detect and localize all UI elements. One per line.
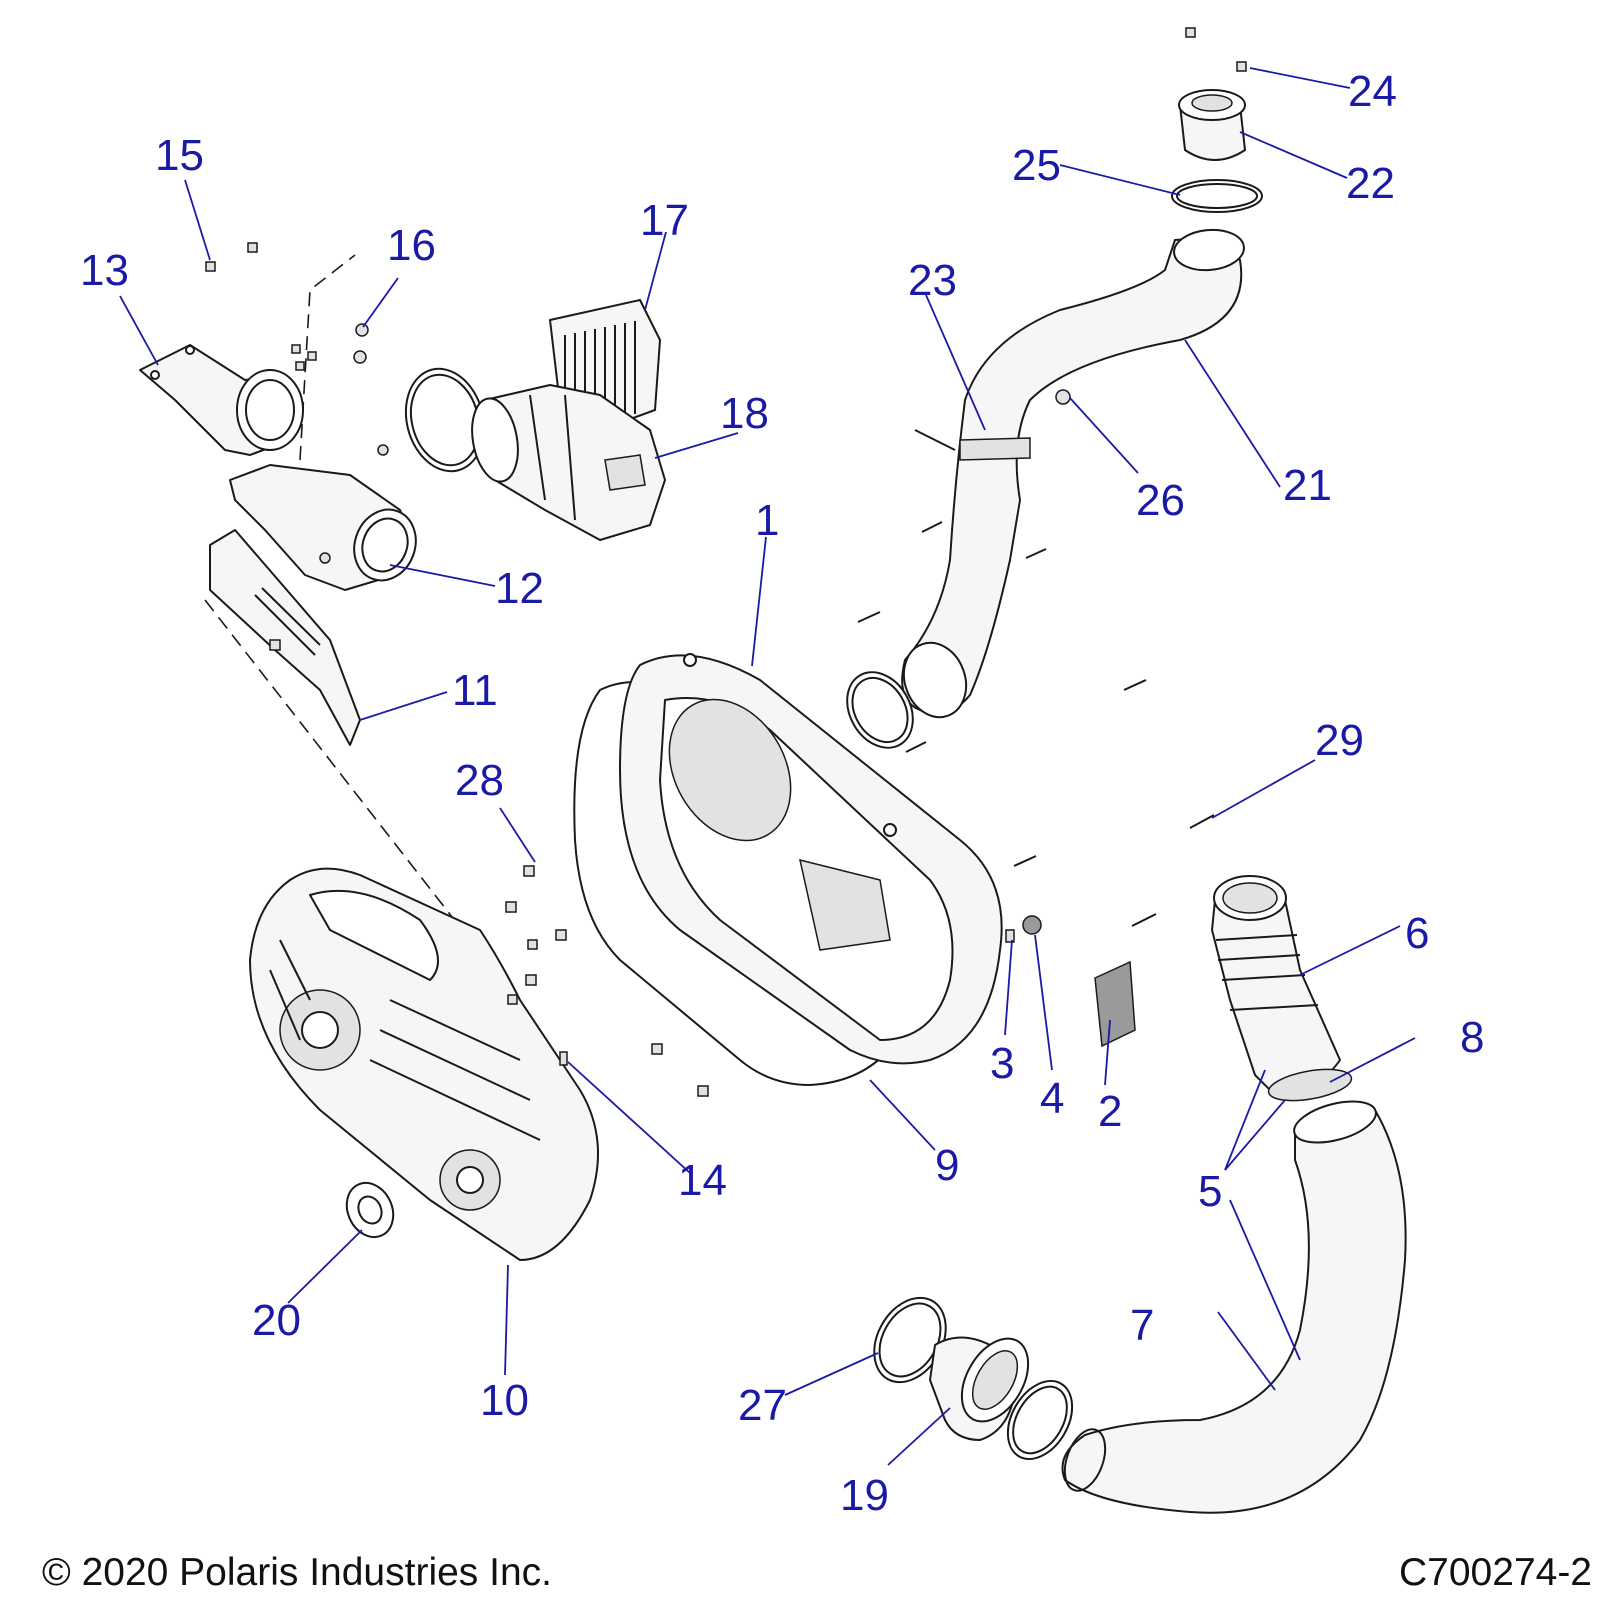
callout-27: 27 [738, 1381, 787, 1430]
part-24-screws [1185, 27, 1247, 72]
callout-25: 25 [1012, 141, 1061, 190]
callout-2: 2 [1098, 1087, 1122, 1136]
callout-13: 13 [80, 246, 129, 295]
callout-16: 16 [387, 221, 436, 270]
callout-labels: 1 2 3 4 5 5 6 7 8 9 10 11 12 13 14 15 16… [80, 67, 1484, 1520]
part-21-outlet-duct [901, 228, 1245, 719]
part-15-screws [205, 242, 317, 371]
callout-12: 12 [495, 564, 544, 613]
callout-26: 26 [1136, 476, 1185, 525]
callout-14: 14 [678, 1156, 727, 1205]
callout-19: 19 [840, 1471, 889, 1520]
callout-24: 24 [1348, 67, 1397, 116]
diagram-code: C700274-2 [1399, 1551, 1592, 1594]
part-16-nuts [353, 323, 369, 364]
part-20-seal [345, 1181, 395, 1239]
part-14-dowel [559, 1051, 568, 1066]
callout-17: 17 [640, 196, 689, 245]
part-3-pin [1005, 929, 1015, 943]
leader-lines [119, 67, 1416, 1466]
part-4-grommet [1022, 915, 1042, 935]
callout-22: 22 [1346, 159, 1395, 208]
callout-11: 11 [452, 666, 498, 715]
part-13-duct-housing [139, 344, 304, 456]
part-29-bolts [857, 521, 1215, 927]
callout-8: 8 [1460, 1013, 1484, 1062]
part-17-filter-screen [549, 299, 661, 431]
callout-28: 28 [455, 756, 504, 805]
callout-1: 1 [755, 496, 779, 545]
callout-10: 10 [480, 1376, 529, 1425]
part-2-label [1094, 960, 1136, 1048]
callout-3: 3 [990, 1039, 1014, 1088]
part-7-lower-duct [1061, 1100, 1407, 1514]
hose-clamp-lower-21 [846, 671, 914, 749]
callout-5-upper: 5 [1198, 1167, 1222, 1216]
part-8-clamp [1267, 1068, 1353, 1102]
callout-21: 21 [1283, 461, 1332, 510]
callout-9: 9 [935, 1141, 959, 1190]
callout-29: 29 [1315, 716, 1364, 765]
callout-23: 23 [908, 256, 957, 305]
part-12-intake-duct [229, 464, 417, 591]
alignment-dashed-line [204, 599, 471, 941]
part-10-outer-cover [249, 867, 599, 1261]
part-1-inner-cover [619, 653, 1003, 1065]
callout-15: 15 [155, 131, 204, 180]
part-22-outlet-cap [1178, 89, 1246, 161]
part-27-clamp-b [1006, 1380, 1074, 1460]
callout-7: 7 [1130, 1301, 1154, 1350]
callout-6: 6 [1405, 909, 1429, 958]
callout-4: 4 [1040, 1074, 1064, 1123]
callout-20: 20 [252, 1296, 301, 1345]
part-19-coupler [929, 1336, 1030, 1441]
part-6-boot [1211, 875, 1341, 1096]
part-18-intake-adapter [377, 384, 666, 541]
part-25-clamp [1171, 179, 1263, 213]
callout-18: 18 [720, 389, 769, 438]
copyright-text: © 2020 Polaris Industries Inc. [42, 1551, 552, 1594]
part-11-duct-panel [209, 529, 361, 746]
part-28-bolts [505, 865, 709, 1097]
